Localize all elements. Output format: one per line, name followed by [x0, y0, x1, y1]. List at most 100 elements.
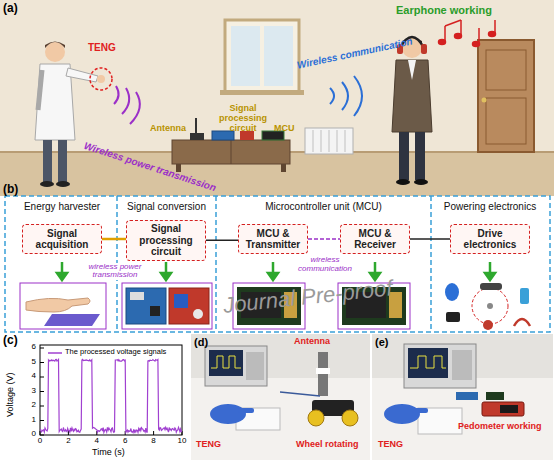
comm-waves-part	[354, 76, 362, 116]
chart-frame-part	[40, 348, 44, 349]
person-right-part	[408, 60, 416, 80]
photo-d-part	[191, 334, 370, 378]
power-waves-part	[122, 88, 129, 114]
music-notes-part	[460, 20, 462, 36]
figure-label: Wheel rotating	[296, 440, 359, 450]
figure-label: 4	[22, 372, 36, 381]
photo-e-part	[412, 408, 428, 413]
room-part	[486, 98, 526, 144]
cabinet-part	[281, 164, 286, 172]
power-waves	[114, 86, 140, 124]
power-waves-part	[114, 86, 119, 104]
photo-d-part	[316, 368, 330, 374]
connector	[102, 239, 126, 240]
section-heading: Microcontroller unit (MCU)	[217, 198, 430, 212]
person-right-part	[415, 132, 425, 180]
legend-line-sample	[48, 352, 62, 354]
person-left-part	[40, 181, 54, 187]
circuit-image-part	[193, 309, 203, 319]
room-part	[329, 130, 330, 152]
section-band: Powering electronicsDrive electronics	[432, 198, 548, 332]
circuit-image	[122, 283, 212, 329]
person-left-part	[56, 181, 70, 187]
device-icons-part	[446, 312, 460, 322]
process-box: Signal processing circuit	[126, 220, 206, 261]
person-right	[392, 37, 432, 185]
room-part	[321, 130, 322, 152]
figure-label: 0	[34, 437, 46, 446]
room-part	[482, 98, 487, 103]
circuit-image-part	[126, 288, 166, 324]
photo-e-part	[384, 404, 420, 424]
hand-image	[20, 283, 106, 329]
person-left-part	[45, 42, 65, 62]
chart-frame-part	[40, 377, 44, 378]
device-icons	[445, 283, 530, 330]
process-box: Drive electronics	[450, 224, 530, 254]
device-icons-part	[472, 288, 508, 324]
figure-label: 4	[91, 437, 103, 446]
room-part	[486, 50, 526, 90]
power-waves-part	[130, 92, 140, 124]
photo-d-part	[246, 352, 264, 380]
figure-label: MCU	[274, 124, 295, 134]
figure-label: 0	[22, 430, 36, 439]
device-icons-part	[514, 319, 530, 326]
room-part	[225, 20, 299, 92]
panel-frame-part	[5, 196, 550, 332]
photo-d-part	[280, 392, 320, 396]
connector	[410, 239, 450, 240]
figure-label: (b)	[3, 183, 18, 196]
section-heading: Signal conversion	[118, 198, 215, 212]
figure-label: 2	[62, 437, 74, 446]
figure-label: TENG	[88, 42, 116, 53]
music-notes-part	[478, 28, 480, 44]
figure-label: Antenna	[150, 124, 186, 134]
circuit-image-part	[174, 294, 188, 308]
hand-image-part	[44, 314, 100, 326]
photo-d-part	[211, 356, 241, 368]
connector-line	[102, 238, 126, 241]
room-part	[313, 130, 314, 152]
person-left-part	[45, 42, 65, 49]
voltage-trace	[40, 360, 182, 433]
person-right-part	[396, 179, 410, 185]
comm-waves	[330, 76, 362, 116]
figure-label: Voltage (V)	[6, 372, 16, 417]
voltage-waveform	[40, 353, 182, 433]
process-box: MCU & Receiver	[340, 224, 410, 254]
figure-label: Signal processing circuit	[206, 104, 280, 134]
photo-d-part	[308, 410, 324, 426]
photo-e	[372, 334, 553, 460]
photo-e-part	[372, 334, 553, 460]
photo-d-part	[205, 346, 267, 386]
room-part	[305, 128, 353, 154]
figure-label: (c)	[3, 334, 18, 347]
device-icons-part	[480, 283, 502, 290]
connector-line	[206, 240, 238, 242]
figure-label: 10	[174, 437, 190, 446]
figure-label: TENG	[196, 440, 221, 450]
chart-frame-part	[40, 420, 44, 421]
person-left-part	[43, 140, 52, 182]
circuit-image-part	[122, 283, 212, 329]
box-text: MCU & Transmitter	[243, 228, 303, 251]
photo-e-part	[404, 344, 476, 388]
device-icons-part	[520, 288, 529, 304]
chart-frame-part	[40, 431, 41, 435]
person-right-part	[421, 44, 427, 54]
chart-frame-part	[40, 406, 44, 407]
box-text: Signal processing circuit	[131, 223, 201, 258]
box-text: MCU & Receiver	[345, 228, 405, 251]
comm-waves-part	[330, 88, 334, 104]
photo-e-part	[500, 405, 518, 413]
panel-frame	[5, 196, 550, 332]
section-heading: Energy harvester	[8, 198, 116, 212]
down-arrows-part	[268, 273, 278, 280]
figure-label: Earphone working	[396, 4, 492, 16]
person-right-part	[399, 132, 409, 180]
chart-frame-part	[40, 362, 44, 363]
down-arrows-part	[485, 273, 495, 280]
figure-label: Pedometer working	[458, 422, 542, 432]
down-arrows-part	[161, 273, 171, 280]
